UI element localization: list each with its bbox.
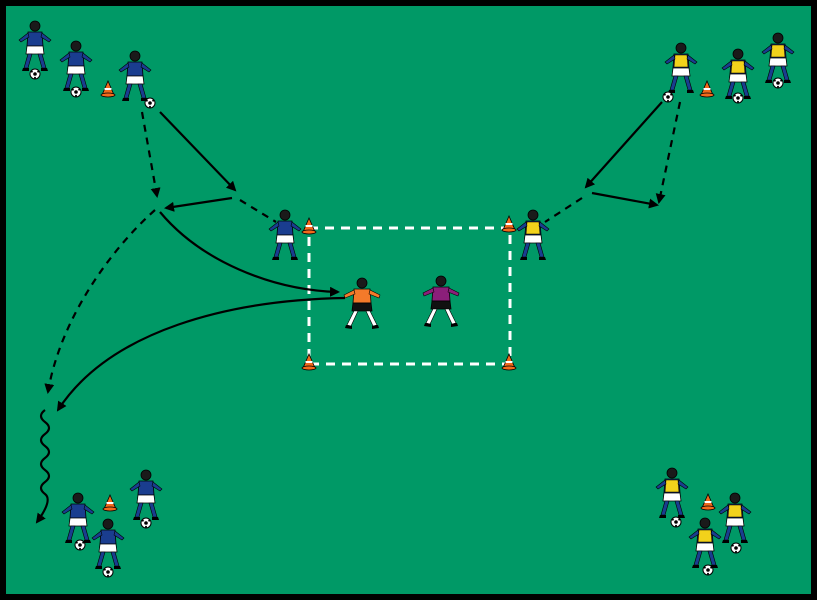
ball-icon <box>730 542 742 554</box>
ball-icon <box>772 77 784 89</box>
ball-icon <box>140 517 152 529</box>
pass-arrow <box>56 296 346 412</box>
ball-icon <box>29 68 41 80</box>
pass-arrow <box>159 111 237 192</box>
ball-icon <box>74 539 86 551</box>
ball-icon <box>662 91 674 103</box>
movement-lines <box>35 101 682 524</box>
ball-icon <box>732 92 744 104</box>
pass-arrow <box>591 191 659 209</box>
run-arrow <box>655 101 682 204</box>
run-arrow <box>140 111 161 198</box>
pass-arrow <box>164 196 233 212</box>
run-arrow <box>44 209 156 394</box>
pass-arrow <box>584 101 663 189</box>
ball-icon <box>702 564 714 576</box>
pass-arrow <box>159 211 340 297</box>
ball-icon <box>670 516 682 528</box>
ball-icon <box>70 86 82 98</box>
center-box <box>301 215 517 371</box>
ball-icon <box>144 97 156 109</box>
ball-icon <box>102 566 114 578</box>
dribble-arrow <box>35 409 51 524</box>
